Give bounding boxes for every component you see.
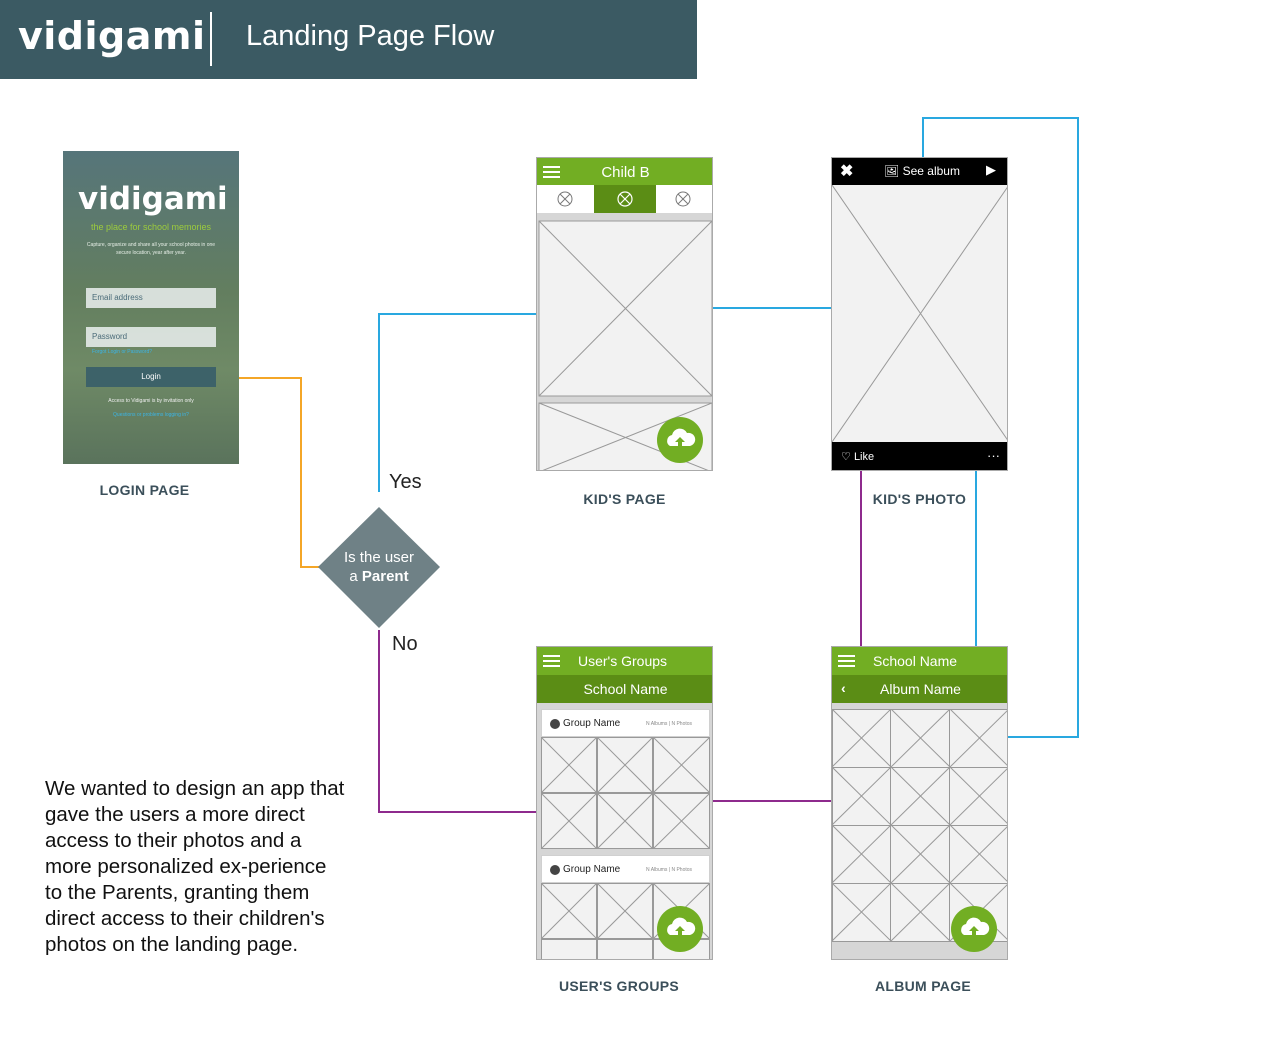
group-meta: N Albums | N Photos [646, 867, 693, 873]
users-groups-header: User's Groups [537, 647, 712, 675]
album-page-caption: ALBUM PAGE [874, 978, 972, 994]
photo-placeholder [832, 185, 1007, 442]
decision-diamond [318, 507, 440, 628]
no-label: No [392, 633, 418, 655]
decision-line2-prefix: a [349, 568, 362, 585]
group-photo-grid [541, 883, 710, 959]
kids-page-caption: KID'S PAGE [583, 491, 666, 507]
users-groups-subheader: School Name [537, 675, 712, 703]
see-album-button[interactable]: 🖼 See album [884, 164, 960, 178]
group-card-header[interactable]: Group Name N Albums | N Photos [541, 855, 710, 883]
album-icon: 🖼 [884, 164, 900, 178]
group-avatar [550, 719, 560, 729]
users-groups-school: School Name [583, 681, 668, 697]
kids-photo-placeholders [538, 220, 712, 470]
child-tab-icons [557, 191, 691, 207]
group-photo-grid [541, 737, 710, 849]
kids-photo-topbar: ✖ 🖼 See album ▶ [832, 158, 1007, 185]
connector-see-album-loop [922, 117, 1079, 738]
decision-line1: Is the user [343, 549, 415, 566]
decision-line2-bold: Parent [361, 568, 409, 585]
connector-login-to-decision [208, 377, 320, 568]
menu-icon[interactable] [543, 655, 560, 667]
users-groups-caption: USER'S GROUPS [558, 978, 680, 994]
users-groups-title: User's Groups [578, 653, 668, 669]
login-description: Capture, organize and share all your sch… [86, 242, 216, 256]
yes-label: Yes [389, 471, 422, 493]
description-text: We wanted to design an app that gave the… [45, 777, 345, 956]
album-page-mockup: School Name ‹ Album Name [831, 646, 1008, 960]
play-icon[interactable]: ▶ [986, 162, 996, 177]
header-divider [210, 12, 212, 66]
login-brand-logo: vidigami [78, 181, 228, 217]
group-card-header[interactable]: Group Name N Albums | N Photos [541, 709, 710, 737]
heart-icon: ♡ [841, 451, 851, 463]
more-options-icon[interactable]: ··· [987, 448, 1000, 463]
login-button[interactable]: Login [86, 367, 216, 387]
decision-text: Is the user a Parent [318, 548, 440, 586]
kids-photo-mockup: ✖ 🖼 See album ▶ ♡ Like ··· [831, 157, 1008, 471]
album-school-name: School Name [873, 653, 958, 669]
upload-cloud-icon [667, 428, 696, 447]
password-field[interactable]: Password [86, 327, 216, 347]
see-album-label: See album [902, 164, 960, 178]
group-name: Group Name [563, 864, 621, 875]
like-label: Like [853, 451, 875, 463]
header-bar [0, 0, 697, 79]
close-icon[interactable]: ✖ [840, 163, 854, 180]
back-chevron-icon[interactable]: ‹ [841, 680, 846, 696]
upload-cloud-icon [667, 917, 696, 936]
brand-logo: vidigami [18, 14, 206, 58]
menu-icon[interactable] [838, 655, 855, 667]
login-tagline: the place for school memories [90, 222, 212, 232]
brand-text: vidigami [18, 14, 206, 58]
upload-button[interactable] [657, 417, 703, 463]
upload-cloud-icon [961, 917, 990, 936]
group-name: Group Name [563, 718, 621, 729]
connector-no-to-users-groups [378, 630, 536, 813]
child-tab-bar [537, 185, 712, 213]
connector-yes-to-kids-page [378, 313, 536, 492]
group-avatar [550, 865, 560, 875]
kids-photo-caption: KID'S PHOTO [872, 491, 967, 507]
group-meta: N Albums | N Photos [646, 721, 693, 727]
questions-link[interactable]: Questions or problems logging in? [113, 412, 189, 418]
kids-photo-bottombar: ♡ Like ··· [832, 442, 1007, 470]
album-photo-grid [832, 709, 1007, 942]
email-field[interactable]: Email address [86, 288, 216, 308]
login-page-mockup: vidigami the place for school memories C… [63, 151, 239, 464]
album-page-subheader: ‹ Album Name [832, 675, 1007, 703]
like-button[interactable]: ♡ Like [841, 450, 874, 463]
upload-button[interactable] [951, 906, 997, 952]
upload-button[interactable] [657, 906, 703, 952]
users-groups-mockup: User's Groups School Name Group Name N A… [536, 646, 713, 960]
page-title: Landing Page Flow [246, 20, 495, 52]
kids-page-mockup: Child B [536, 157, 713, 471]
kids-page-header: Child B [537, 158, 712, 185]
decision-line2: a Parent [318, 567, 440, 586]
forgot-link[interactable]: Forgot Login or Password? [92, 349, 153, 355]
album-name: Album Name [880, 681, 961, 697]
login-page-caption: LOGIN PAGE [99, 482, 190, 498]
kids-page-title: Child B [601, 164, 650, 181]
access-note: Access to Vidigami is by invitation only [108, 398, 194, 404]
menu-icon[interactable] [543, 166, 560, 178]
album-page-header: School Name [832, 647, 1007, 675]
